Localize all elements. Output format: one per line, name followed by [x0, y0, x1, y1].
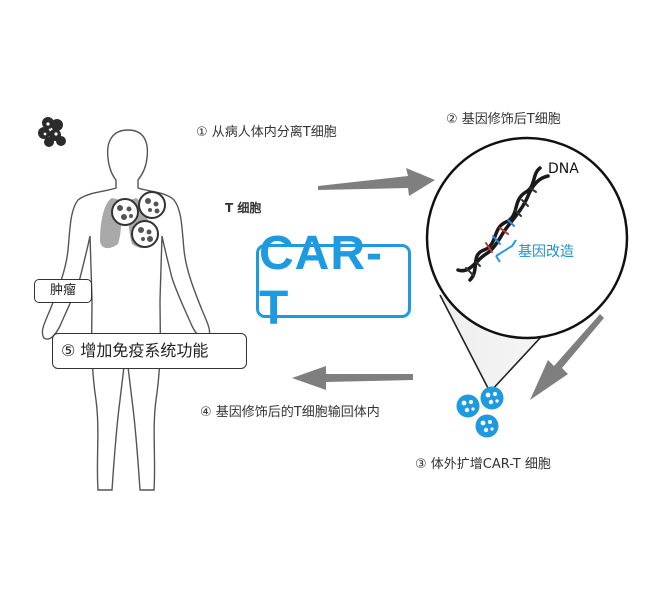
- magnifier-circle: [425, 136, 629, 340]
- dna-label: DNA: [548, 161, 579, 177]
- cell-cluster-icon: [38, 117, 66, 147]
- arrow-to-lab: [318, 168, 435, 196]
- dna-helix: [456, 166, 550, 282]
- gene-edit-label: 基因改造: [518, 244, 574, 260]
- car-t-title-box: CAR-T: [256, 227, 411, 335]
- dna-base-pairs: [465, 187, 537, 277]
- arrow-to-expansion: [530, 314, 604, 400]
- step5-label: ⑤ 增加免疫系统功能: [61, 341, 209, 360]
- step4-label: ④ 基因修饰后的T细胞输回体内: [200, 405, 380, 420]
- gene-edit-bracket: [495, 239, 517, 263]
- tumor-label: 肿瘤: [49, 283, 76, 298]
- t-cell-label: T 细胞: [225, 201, 262, 215]
- step3-label: ③ 体外扩增CAR-T 细胞: [415, 457, 551, 472]
- step1-label: ① 从病人体内分离T细胞: [196, 125, 337, 140]
- car-t-title: CAR-T: [259, 227, 383, 335]
- tumor-label-box: 肿瘤: [34, 279, 92, 303]
- car-t-cells: [456, 386, 504, 438]
- step2-label: ② 基因修饰后T细胞: [446, 112, 561, 127]
- arrow-to-body: [292, 366, 413, 390]
- immune-function-box: ⑤ 增加免疫系统功能: [52, 333, 247, 369]
- human-body-figure: [41, 129, 211, 491]
